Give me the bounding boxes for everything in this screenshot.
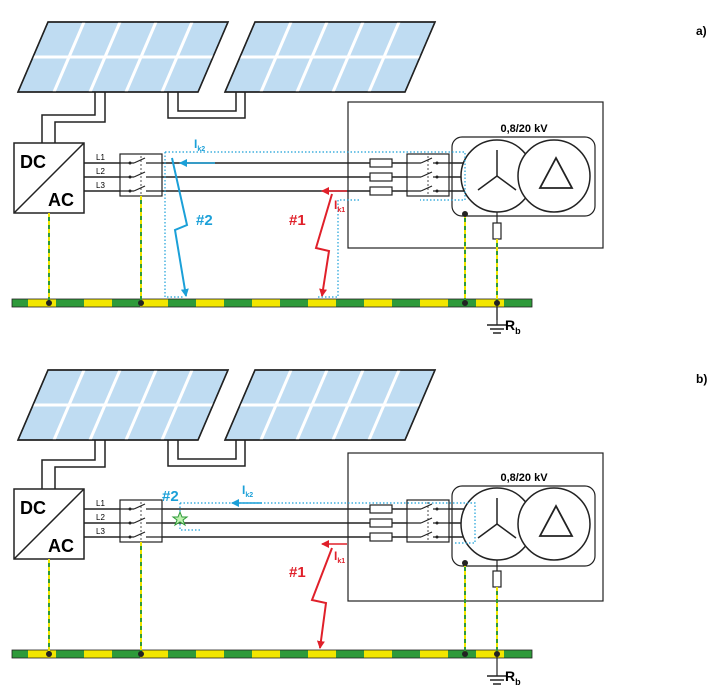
panel-b: b) DC AC L1 L2 L3 bbox=[11, 368, 707, 687]
array-link-wire bbox=[177, 440, 237, 460]
fuse bbox=[369, 186, 393, 196]
earth-bar bbox=[11, 649, 533, 659]
transformer: 0,8/20 kV bbox=[451, 472, 596, 567]
phase-label-l2: L2 bbox=[96, 513, 105, 522]
inverter-ac-label: AC bbox=[48, 536, 74, 556]
inverter-dc-label: DC bbox=[20, 152, 46, 172]
earth-bar bbox=[11, 298, 533, 308]
transformer-rating: 0,8/20 kV bbox=[500, 123, 548, 135]
transformer-rating: 0,8/20 kV bbox=[500, 472, 548, 484]
solar-array-right bbox=[223, 368, 437, 442]
fault-2-lightning bbox=[171, 157, 189, 297]
fault-1-current-label: Ik1 bbox=[334, 549, 345, 565]
pe-conductors bbox=[46, 196, 500, 306]
fuse bbox=[369, 504, 393, 514]
fuse bbox=[369, 172, 393, 182]
fault-2-spark-icon bbox=[171, 510, 189, 527]
fault-1-label: #1 bbox=[289, 212, 306, 229]
fault-1-current-label: Ik1 bbox=[334, 198, 345, 214]
phase-label-l1: L1 bbox=[96, 499, 105, 508]
array-link-wire bbox=[177, 92, 237, 112]
fault-2-current-label: Ik2 bbox=[194, 137, 205, 153]
fault-1-lightning bbox=[314, 193, 333, 297]
fault-2-label: #2 bbox=[196, 212, 213, 229]
array-link-wire bbox=[167, 440, 246, 467]
ground-resistor-label: Rb bbox=[505, 317, 521, 336]
fault-2-current-path bbox=[180, 502, 476, 544]
phase-label-l2: L2 bbox=[96, 167, 105, 176]
phase-label-l3: L3 bbox=[96, 527, 105, 536]
neutral-resistor bbox=[492, 222, 502, 240]
solar-array-right bbox=[223, 20, 437, 94]
array-link-wire bbox=[167, 92, 246, 119]
fuse bbox=[369, 532, 393, 542]
switch-box-right bbox=[406, 499, 450, 543]
fault-1-label: #1 bbox=[289, 564, 306, 581]
phase-label-l3: L3 bbox=[96, 181, 105, 190]
inverter: DC AC bbox=[13, 488, 85, 560]
fault-1-lightning bbox=[310, 547, 333, 649]
solar-array-left bbox=[16, 368, 230, 442]
fuse bbox=[369, 158, 393, 168]
dc-wire bbox=[54, 440, 106, 490]
neutral-resistor bbox=[492, 570, 502, 588]
switch-box-right bbox=[406, 153, 450, 197]
inverter-ac-label: AC bbox=[48, 190, 74, 210]
switch-box-left bbox=[119, 153, 163, 197]
dc-wire bbox=[41, 440, 96, 490]
inverter: DC AC bbox=[13, 142, 85, 214]
dc-wire bbox=[41, 92, 96, 145]
transformer: 0,8/20 kV bbox=[451, 123, 596, 217]
inverter-dc-label: DC bbox=[20, 498, 46, 518]
pe-conductors bbox=[46, 542, 500, 657]
substation-enclosure bbox=[347, 101, 604, 249]
ground-symbol bbox=[487, 654, 507, 685]
dc-wire bbox=[54, 92, 106, 145]
panel-a: a) DC AC L1 L2 L3 bbox=[11, 20, 707, 336]
fault-2-current-path bbox=[164, 152, 183, 298]
solar-array-left bbox=[16, 20, 230, 94]
fault-2-current-label: Ik2 bbox=[242, 483, 253, 499]
ground-symbol bbox=[487, 303, 507, 334]
switch-box-left bbox=[119, 499, 163, 543]
ground-resistor-label: Rb bbox=[505, 668, 521, 687]
panel-label: a) bbox=[696, 24, 707, 38]
phase-label-l1: L1 bbox=[96, 153, 105, 162]
fault-2-label: #2 bbox=[162, 488, 179, 505]
substation-enclosure bbox=[347, 452, 604, 602]
fuse bbox=[369, 518, 393, 528]
panel-label: b) bbox=[696, 372, 707, 386]
